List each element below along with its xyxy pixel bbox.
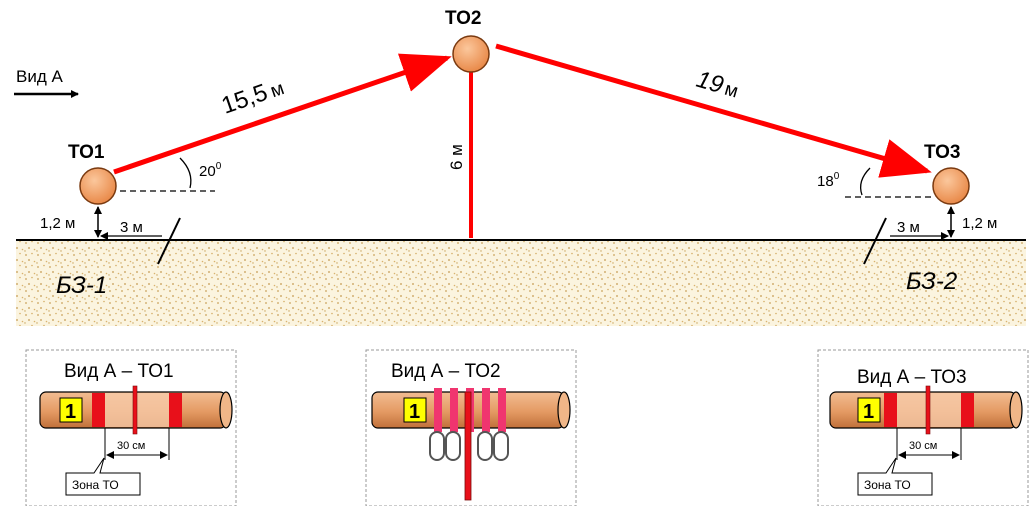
inset-to3-tag: 1 [863,401,874,423]
inset-to2: Вид А – ТО2 1 [365,349,577,506]
inset-to1-callout: Зона ТО [65,457,141,496]
inset-to1-callout-text: Зона ТО [72,478,119,492]
svg-text:180: 180 [817,171,840,190]
view-a-indicator: Вид А [14,67,79,98]
to1-height-label: 1,2 м [40,215,75,232]
inset-to2-cable [464,391,472,501]
inset-to1-dim-label: 30 см [117,440,145,452]
inset-to3-title: Вид А – ТО3 [857,367,967,388]
zone-left-label: БЗ-1 [56,272,107,299]
inset-to2-hooks [429,431,509,461]
inset-to1-title: Вид А – ТО1 [64,361,174,382]
svg-text:200: 200 [199,161,222,180]
to1-angle-marker: 200 [120,157,222,192]
inset-to3-pipe: 1 [829,385,1023,435]
view-a-label: Вид А [16,67,63,86]
inset-to3-callout-text: Зона ТО [864,478,911,492]
node-to1: ТО1 [68,142,117,205]
inset-to3: Вид А – ТО3 1 30 см Зона ТО [817,349,1029,506]
span-to2-to3 [495,43,932,178]
node-to2: ТО2 [445,8,490,73]
to1-offset-label: 3 м [120,219,143,236]
to3-height-label: 1,2 м [962,215,997,232]
node-to2-label: ТО2 [445,8,481,29]
span-to2-to3-label: 19м [693,66,742,104]
soil-band [16,240,1026,326]
to2-height-label: 6 м [447,144,466,170]
to3-dimensions: 1,2 м 3 м [863,206,997,265]
inset-to3-dimension: 30 см [896,428,962,460]
inset-to1: Вид А – ТО1 1 30 см Зона ТО [25,349,237,506]
node-to3: ТО3 [924,142,970,205]
inset-to3-dim-label: 30 см [909,440,937,452]
inset-to2-tag: 1 [409,401,420,423]
to3-zone-boundary [863,217,887,265]
inset-to2-title: Вид А – ТО2 [391,361,501,382]
inset-to1-pipe: 1 [39,385,233,435]
inset-to3-callout: Зона ТО [857,457,933,496]
to1-dimensions: 1,2 м 3 м [40,206,181,265]
span-to1-to2-label: 15,5м [218,73,287,119]
inset-to1-dimension: 30 см [104,428,170,460]
zone-right-label: БЗ-2 [906,268,957,295]
node-to1-label: ТО1 [68,142,105,163]
node-to3-label: ТО3 [924,142,960,163]
to3-angle-marker: 180 [817,167,932,198]
span-to1-to2 [113,53,452,175]
to3-offset-label: 3 м [897,219,920,236]
to1-zone-boundary [157,217,181,265]
inset-to1-tag: 1 [65,401,76,423]
